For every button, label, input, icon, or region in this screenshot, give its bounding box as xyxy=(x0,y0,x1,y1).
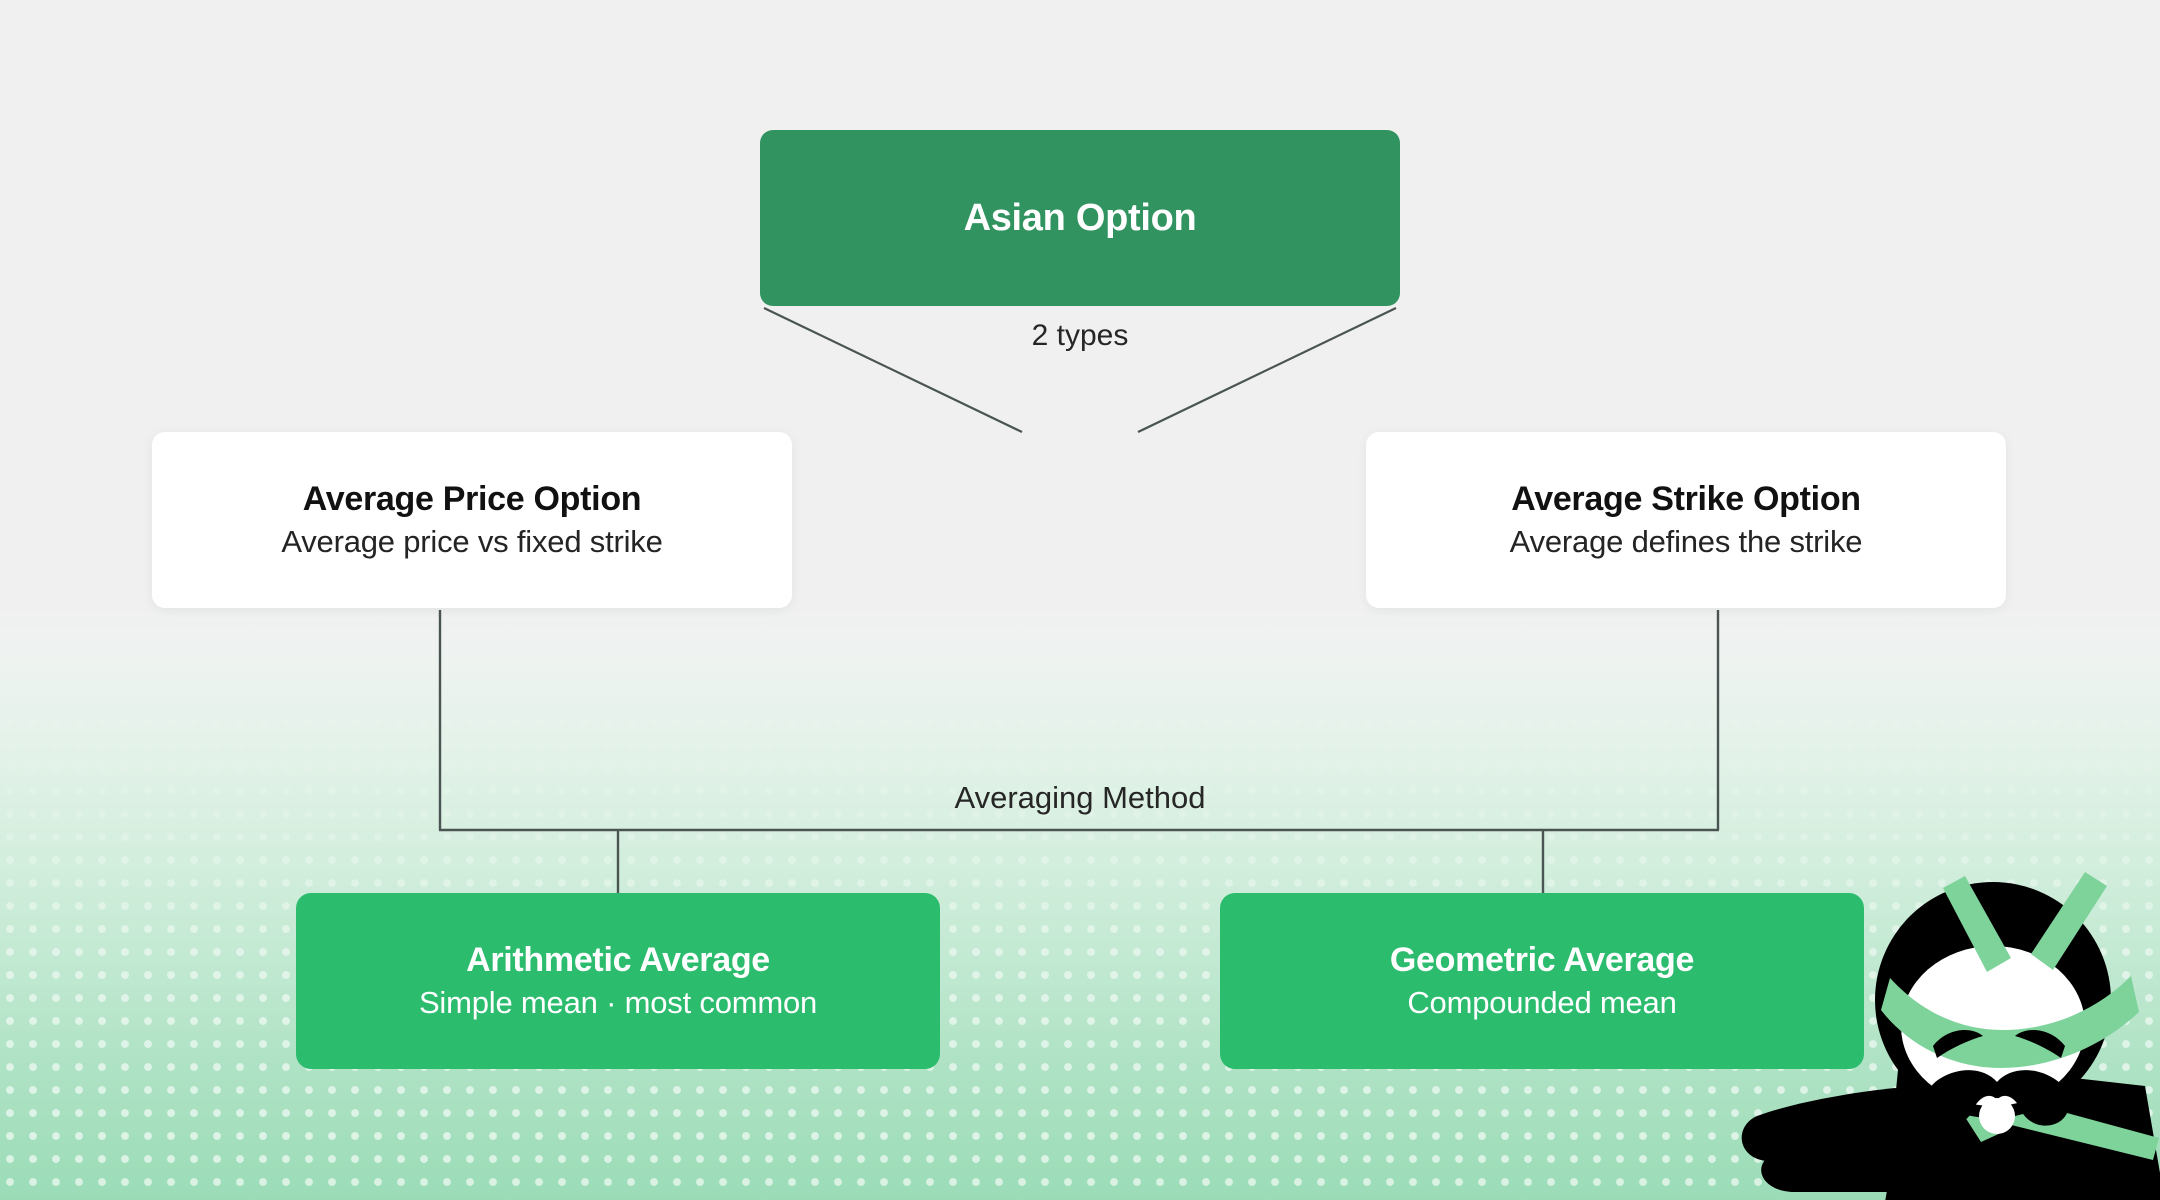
node-geometric-average[interactable]: Geometric Average Compounded mean xyxy=(1220,893,1864,1069)
node-geometric-average-subtitle: Compounded mean xyxy=(1407,985,1677,1020)
node-average-price-option-subtitle: Average price vs fixed strike xyxy=(281,524,663,559)
node-average-strike-option-title: Average Strike Option xyxy=(1511,480,1861,518)
edge-root-to-average-strike xyxy=(1137,307,1397,433)
node-average-strike-option[interactable]: Average Strike Option Average defines th… xyxy=(1366,432,2006,608)
node-average-price-option[interactable]: Average Price Option Average price vs fi… xyxy=(152,432,792,608)
node-arithmetic-average-title: Arithmetic Average xyxy=(466,941,770,979)
node-asian-option-title: Asian Option xyxy=(963,197,1197,239)
node-average-price-option-title: Average Price Option xyxy=(302,480,642,518)
node-asian-option[interactable]: Asian Option xyxy=(760,130,1400,306)
samurai-ninja-mascot-icon xyxy=(1741,872,2160,1200)
edge-label-2-types: 2 types xyxy=(1031,319,1129,352)
node-geometric-average-title: Geometric Average xyxy=(1389,941,1695,979)
edge-root-to-average-price xyxy=(763,307,1023,433)
node-arithmetic-average[interactable]: Arithmetic Average Simple mean · most co… xyxy=(296,893,940,1069)
edge-label-averaging-method: Averaging Method xyxy=(954,780,1206,815)
node-average-strike-option-subtitle: Average defines the strike xyxy=(1509,524,1863,559)
node-arithmetic-average-subtitle: Simple mean · most common xyxy=(418,985,818,1020)
